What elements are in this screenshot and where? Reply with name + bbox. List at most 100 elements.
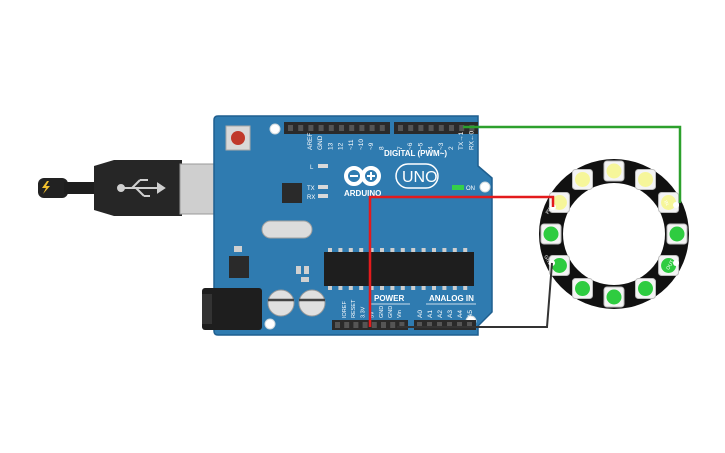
pixel-led (575, 281, 590, 297)
tx-led-label: TX (307, 186, 315, 192)
bottom-header-holes (335, 322, 472, 328)
chip-pin (359, 286, 364, 290)
chip-pins (328, 248, 468, 290)
header-hole (398, 125, 403, 131)
header-hole (427, 322, 432, 328)
power-pin-label: GND (388, 306, 394, 318)
usb-chip (282, 183, 302, 203)
ring-pixels (540, 160, 688, 308)
chip-pin (421, 286, 426, 290)
pixel-led (661, 195, 677, 210)
chip-pin (380, 248, 384, 252)
digital-pin-label: 2 (448, 146, 455, 150)
ring-pin-label-out: OUT (665, 259, 675, 271)
smd-part (296, 266, 301, 274)
voltage-regulator (229, 256, 249, 278)
chip-pin (348, 248, 353, 252)
digital-pin-label: 8 (378, 146, 385, 150)
smd-part (234, 246, 242, 252)
chip-pin (400, 286, 405, 290)
chip-pin (338, 248, 343, 252)
header-hole (362, 322, 368, 328)
signal-wire[interactable] (463, 125, 682, 203)
pixel-led (606, 289, 622, 305)
pixel-led (638, 171, 653, 187)
analog-pin-label: A1 (427, 310, 434, 318)
analog-pin-label: A5 (467, 310, 474, 318)
digital-pin-label: 7 (397, 146, 404, 150)
ground-wire[interactable] (397, 262, 553, 328)
chip-pin (400, 248, 405, 252)
analog-pin-label: A3 (447, 310, 454, 318)
chip-pin (328, 286, 332, 290)
chip-pin (463, 248, 468, 252)
chip-pin (432, 286, 436, 290)
pixel-led (543, 226, 559, 242)
chip-pin (328, 248, 332, 252)
chip-pin (390, 286, 395, 290)
header-hole (328, 125, 334, 131)
tx-led (318, 185, 328, 189)
smd-part (301, 277, 309, 282)
digital-pin-label: ~11 (348, 139, 355, 150)
power-jack[interactable] (202, 288, 262, 330)
chip-pin (359, 248, 364, 252)
digital-pin-label: RX←0 (468, 130, 475, 150)
digital-pin-label: ~10 (358, 139, 365, 150)
power-wire[interactable] (368, 195, 555, 327)
header-hole (457, 322, 462, 328)
header-hole (449, 125, 454, 131)
chip-pin (463, 286, 468, 290)
arduino-infinity-icon (344, 166, 381, 186)
minus-plus-icon (350, 172, 375, 180)
digital-pin-label: ~9 (368, 142, 375, 150)
header-hole (459, 125, 465, 131)
pixel-led (638, 281, 653, 297)
neopixel-ring[interactable]: PWR GND IN OUT (539, 159, 689, 309)
analog-pin-label: A2 (437, 310, 444, 318)
power-pin-label: GND (379, 306, 385, 318)
power-pin-label: IOREF (342, 301, 348, 318)
rx-led-label: RX (307, 195, 315, 201)
chip-pin (442, 286, 447, 290)
header-hole (339, 125, 344, 131)
digital-header-right[interactable] (394, 122, 478, 134)
reset-button[interactable] (231, 131, 245, 145)
usb-symbol-icon (117, 179, 166, 197)
analog-header[interactable] (414, 320, 476, 330)
pixel-led (669, 226, 685, 242)
ring-pin-label-gnd: GND (542, 254, 553, 267)
header-hole (335, 322, 340, 328)
header-hole (298, 125, 304, 131)
power-pin-label: 5V (370, 311, 376, 318)
uno-label: UNO (402, 169, 438, 186)
digital-pin-label: 12 (338, 142, 345, 150)
header-hole (349, 125, 355, 131)
chip-pin (442, 248, 447, 252)
analog-pin-label: A4 (457, 310, 464, 318)
header-hole (438, 125, 444, 131)
mounting-hole (269, 123, 281, 135)
l-led (318, 164, 328, 168)
rx-led (318, 194, 328, 198)
digital-pin-label: GND (317, 135, 324, 150)
atmega-chip (324, 252, 474, 286)
l-led-label: L (310, 165, 314, 171)
header-hole (371, 322, 377, 328)
header-hole (359, 125, 365, 131)
chip-pin (369, 248, 374, 252)
analog-in-label: ANALOG IN (429, 294, 474, 303)
usb-cable[interactable] (38, 160, 229, 216)
header-hole (447, 322, 452, 328)
mounting-hole (264, 318, 276, 330)
ring-pad-out[interactable] (673, 260, 679, 266)
ring-pad-in[interactable] (673, 202, 679, 208)
header-hole (288, 125, 293, 131)
header-hole (428, 125, 434, 131)
power-pin-label: Vin (397, 310, 403, 318)
chip-pin (452, 248, 457, 252)
